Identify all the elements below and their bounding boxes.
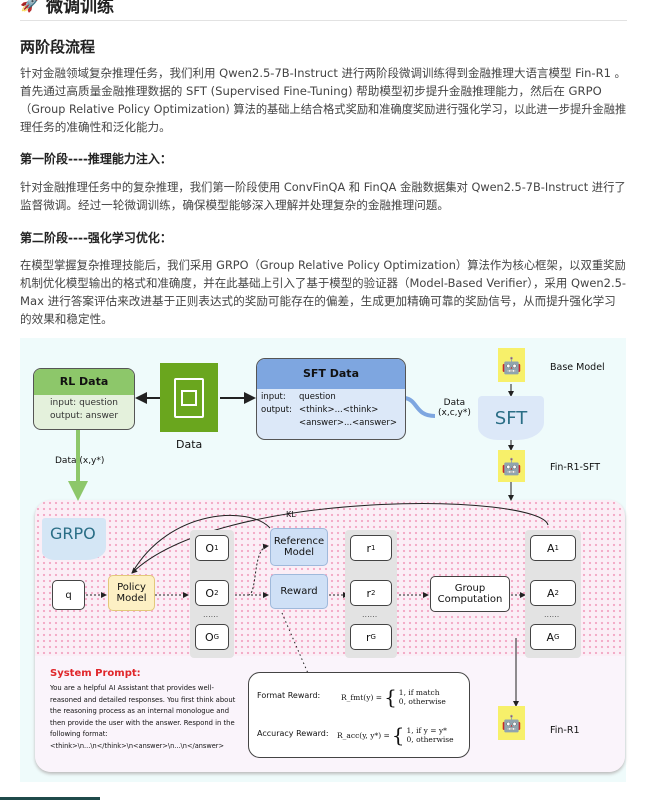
text-line: 首先通过高质量金融推理数据的 SFT (Supervised Fine-Tuni… [20, 84, 602, 98]
data-document-icon [160, 363, 218, 432]
reference-model-box: Reference Model [270, 528, 328, 566]
sft-output-value: <answer>...<answer> [299, 418, 397, 428]
accuracy-reward-formula: R_acc(y, y*) ={1, if y = y*0, otherwise [337, 723, 454, 747]
system-prompt-title: System Prompt: [50, 668, 141, 679]
ellipsis: ...... [544, 610, 560, 619]
stage1-paragraph: 针对金融推理任务中的复杂推理，我们第一阶段使用 ConvFinQA 和 FinQ… [20, 178, 630, 214]
fin-r1-label: Fin-R1 [550, 725, 580, 736]
text-line: 在模型掌握复杂推理技能后，我们采用 GRPO（Group Relative Po… [20, 258, 626, 272]
divider [20, 20, 627, 21]
text-line: 针对金融领域复杂推理任务，我们利用 Qwen2.5-7B-Instruct 进行… [20, 66, 627, 80]
rl-data-input: input: question [50, 398, 118, 408]
text-line: 监督微调。经过一轮微调训练，确保模型能够深入理解并处理复杂的金融推理问题。 [20, 198, 449, 212]
text-line: （Group Relative Policy Optimization) 算法的… [20, 102, 627, 116]
sft-input-value: question [299, 392, 336, 402]
base-model-label: Base Model [550, 362, 605, 373]
sft-output-key: output: [261, 405, 292, 415]
kl-label: KL [286, 510, 296, 519]
stage1-heading: 第一阶段----推理能力注入： [20, 152, 172, 166]
text-line: 的效果和稳定性。 [20, 312, 113, 326]
base-model-robot-icon: 🤖 [498, 348, 525, 382]
text-line: Max 进行答案评估来改进基于正则表达式的奖励可能存在的偏差，生成更加精确可靠的… [20, 294, 616, 308]
bottom-bar [0, 797, 100, 800]
stage2-paragraph: 在模型掌握复杂推理技能后，我们采用 GRPO（Group Relative Po… [20, 256, 630, 328]
sft-output-value: <think>...<think> [299, 405, 379, 415]
page-title: 两阶段流程 [20, 38, 96, 56]
rl-data-output: output: answer [49, 411, 119, 421]
stage2-heading: 第二阶段----强化学习优化： [20, 231, 172, 245]
rl-data-arrow-label: Data (x,y*) [55, 456, 105, 466]
rl-data-title: RL Data [34, 369, 134, 395]
query-box: q [52, 580, 85, 610]
fin-r1-sft-label: Fin-R1-SFT [550, 462, 601, 473]
ellipsis: ...... [362, 610, 378, 619]
accuracy-reward-label: Accuracy Reward: [257, 729, 329, 738]
fin-r1-sft-robot-icon: 🤖 [498, 450, 525, 482]
ellipsis: ...... [203, 610, 219, 619]
sft-banner: SFT [478, 396, 544, 440]
sft-input-key: input: [261, 392, 286, 402]
training-pipeline-diagram: RL Data input: question output: answer D… [20, 338, 626, 782]
section-header: 微调训练 [46, 0, 114, 17]
intro-paragraph: 针对金融领域复杂推理任务，我们利用 Qwen2.5-7B-Instruct 进行… [20, 64, 630, 136]
text-line: 机制优化模型输出的格式和准确度，并在此基础上引入了基于模型的验证器（Model-… [20, 276, 627, 290]
data-label: Data [176, 438, 203, 451]
sft-data-title: SFT Data [257, 359, 405, 389]
reward-box: Reward [270, 574, 328, 609]
sft-data-arrow-label: Data(x,c,y*) [438, 398, 471, 418]
text-line: 针对金融推理任务中的复杂推理，我们第一阶段使用 ConvFinQA 和 FinQ… [20, 180, 626, 194]
text-line: 理任务的准确性和泛化能力。 [20, 120, 171, 134]
fin-r1-robot-icon: 🤖 [498, 706, 525, 740]
system-prompt-format: <think>\n...\n</think>\n<answer>\n...\n<… [50, 742, 225, 750]
rl-data-card: RL Data input: question output: answer [33, 368, 135, 430]
rocket-icon: 🚀 [20, 0, 40, 13]
grpo-label: GRPO [42, 518, 106, 560]
group-computation-box: Group Computation [430, 576, 510, 612]
sft-data-card: SFT Data input: question output: <think>..… [256, 358, 406, 440]
format-reward-label: Format Reward: [257, 691, 321, 700]
system-prompt-text: You are a helpful AI Assistant that prov… [50, 684, 236, 738]
policy-model-box: Policy Model [108, 575, 155, 611]
